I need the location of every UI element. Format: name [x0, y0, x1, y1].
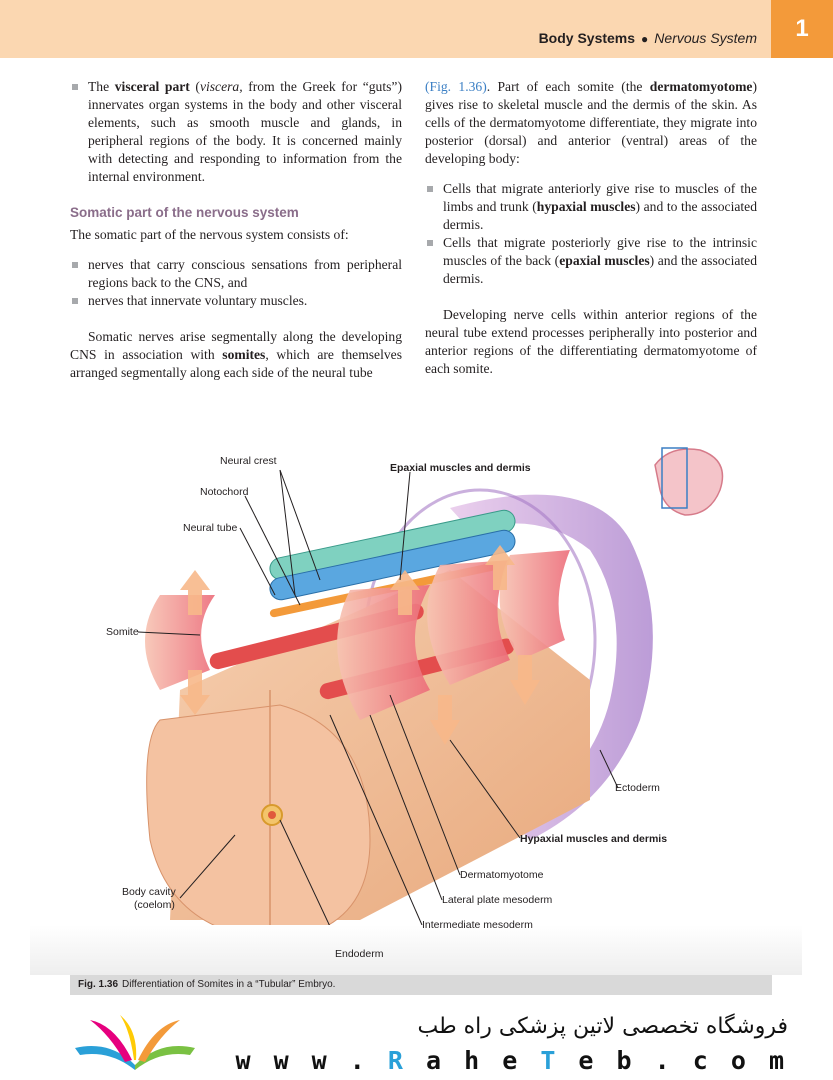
label-ectoderm: Ectoderm: [615, 782, 660, 794]
list-item: nerves that innervate voluntary muscles.: [70, 292, 402, 310]
label-lateral-plate-mesoderm: Lateral plate mesoderm: [442, 894, 553, 906]
body-paragraph: (Fig. 1.36). Part of each somite (the de…: [425, 79, 757, 166]
label-neural-crest: Neural crest: [220, 455, 277, 467]
running-header: [0, 0, 771, 58]
caption-text: Differentiation of Somites in a “Tubular…: [122, 979, 336, 990]
list-item: Cells that migrate anteriorly give rise …: [425, 180, 757, 234]
right-column: (Fig. 1.36). Part of each somite (the de…: [425, 78, 757, 378]
label-intermediate-mesoderm: Intermediate mesoderm: [422, 919, 533, 931]
header-section: Body Systems: [538, 30, 636, 46]
header-bullet: ●: [641, 32, 649, 46]
header-subsection: Nervous System: [654, 30, 757, 46]
label-hypaxial: Hypaxial muscles and dermis: [520, 833, 668, 845]
embryo-diagram: [137, 447, 724, 953]
label-body-cavity: Body cavity: [122, 886, 176, 898]
label-neural-tube: Neural tube: [183, 522, 238, 534]
body-paragraph: Somatic nerves arise segmentally along t…: [70, 329, 402, 380]
store-url[interactable]: w w w . R a h e T e b . c o m: [235, 1046, 788, 1075]
section-subheading: Somatic part of the nervous system: [70, 205, 299, 220]
left-column: The visceral part (viscera, from the Gre…: [70, 78, 402, 382]
label-endoderm: Endoderm: [335, 948, 384, 960]
figure-reference-link[interactable]: (Fig. 1.36): [425, 79, 487, 94]
leader-lines: [137, 469, 619, 953]
intro-text: The somatic part of the nervous system c…: [70, 227, 349, 242]
caption-label: Fig. 1.36: [78, 979, 119, 990]
running-header-title: Body Systems ● Nervous System: [539, 30, 757, 46]
chapter-number-tab: 1: [771, 0, 833, 58]
label-epaxial: Epaxial muscles and dermis: [390, 462, 531, 474]
migration-arrows: [180, 545, 540, 745]
book-logo-icon: [75, 1015, 195, 1070]
label-notochord: Notochord: [200, 486, 249, 498]
list-item: Cells that migrate posteriorly give rise…: [425, 234, 757, 288]
visceral-bullet: The visceral part (viscera, from the Gre…: [70, 78, 402, 186]
figure-embryo-illustration: Neural crest Notochord Neural tube Somit…: [30, 420, 802, 975]
label-coelom: (coelom): [134, 899, 175, 911]
label-dermatomyotome: Dermatomyotome: [460, 869, 544, 881]
somites: [145, 550, 570, 720]
list-item: nerves that carry conscious sensations f…: [70, 256, 402, 292]
embryo-inset-thumbnail: [654, 447, 724, 516]
label-somite: Somite: [106, 626, 139, 638]
store-name-persian: فروشگاه تخصصی لاتین پزشکی راه طب: [417, 1014, 789, 1039]
body-paragraph: Developing nerve cells within anterior r…: [425, 307, 757, 376]
